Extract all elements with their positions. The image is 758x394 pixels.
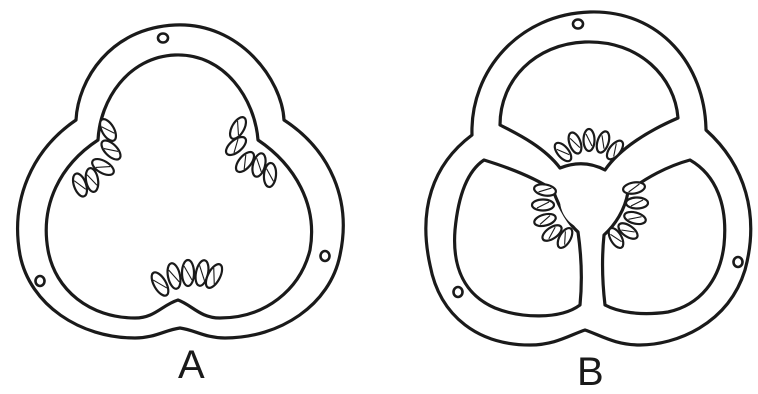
ovary-b-bundle-right — [734, 257, 743, 267]
ovary-a — [18, 25, 344, 338]
ovary-b-bundle-top — [573, 20, 583, 29]
ovary-b-central-axis — [560, 170, 620, 230]
ovary-a-bundle-right — [321, 251, 330, 261]
ovary-b-bundle-left — [454, 287, 463, 297]
ovary-a-placenta-bottom — [148, 259, 225, 298]
ovary-b — [426, 12, 751, 345]
figure-label-a: A — [178, 345, 205, 385]
ovary-b-placenta-top — [552, 129, 626, 164]
ovary-a-bundle-top — [158, 34, 168, 43]
ovary-a-bundle-left — [36, 276, 45, 286]
ovary-a-placenta-right — [223, 115, 277, 188]
figure-label-b: B — [577, 352, 604, 392]
